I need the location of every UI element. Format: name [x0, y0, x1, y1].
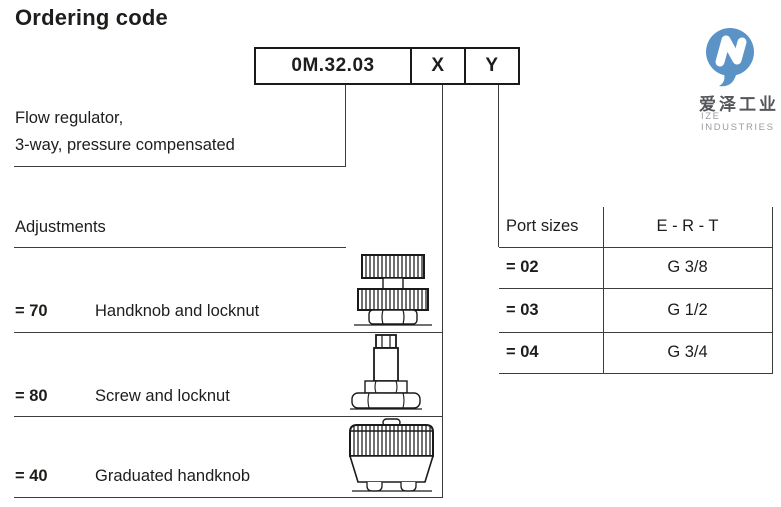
port-sizes-column-header: E - R - T: [656, 217, 719, 235]
connector-y-line: [498, 85, 499, 247]
adjustment-label: Graduated handknob: [95, 467, 251, 485]
port-table-row-line: [499, 332, 773, 333]
port-table-row-line: [499, 288, 773, 289]
ordering-code-y: Y: [464, 47, 520, 85]
port-size-code: = 04: [506, 343, 539, 361]
port-size-value: G 3/4: [667, 343, 708, 361]
row-separator: [14, 332, 443, 333]
ize-logo-icon: [704, 26, 756, 90]
page-title: Ordering code: [15, 5, 168, 30]
port-size-value: G 3/8: [667, 258, 708, 276]
port-size-value: G 1/2: [667, 301, 708, 319]
ordering-code-x: X: [410, 47, 466, 85]
adjustments-underline: [14, 247, 346, 248]
port-sizes-header: Port sizes: [506, 217, 579, 235]
row-separator: [14, 416, 443, 417]
connector-x-line: [442, 85, 443, 498]
ordering-code-boxes: 0M.32.03 X Y: [254, 47, 520, 85]
adjustment-label: Screw and locknut: [95, 387, 230, 405]
port-table-bottom-line: [499, 373, 773, 374]
port-table-divider: [603, 207, 604, 373]
description-line2: 3-way, pressure compensated: [15, 136, 235, 154]
port-table-right-border: [772, 207, 773, 373]
adjustment-code: = 40: [15, 467, 48, 485]
row-separator: [14, 497, 443, 498]
adjustments-heading: Adjustments: [15, 218, 106, 236]
adjustment-label: Handknob and locknut: [95, 302, 260, 320]
logo-chinese-text: 爱泽工业: [699, 95, 779, 114]
adjustment-code: = 80: [15, 387, 48, 405]
adjustment-code: = 70: [15, 302, 48, 320]
port-table-header-underline: [499, 247, 773, 248]
graduated-handknob-icon: [344, 418, 439, 497]
logo-english-text: IZE INDUSTRIES: [701, 111, 775, 133]
port-size-code: = 02: [506, 258, 539, 276]
connector-code-line: [345, 85, 346, 166]
port-size-code: = 03: [506, 301, 539, 319]
description-underline: [14, 166, 346, 167]
ordering-code-value: 0M.32.03: [254, 47, 412, 85]
screw-locknut-icon: [350, 333, 422, 413]
handknob-locknut-icon: [352, 252, 434, 332]
description-line1: Flow regulator,: [15, 109, 124, 127]
